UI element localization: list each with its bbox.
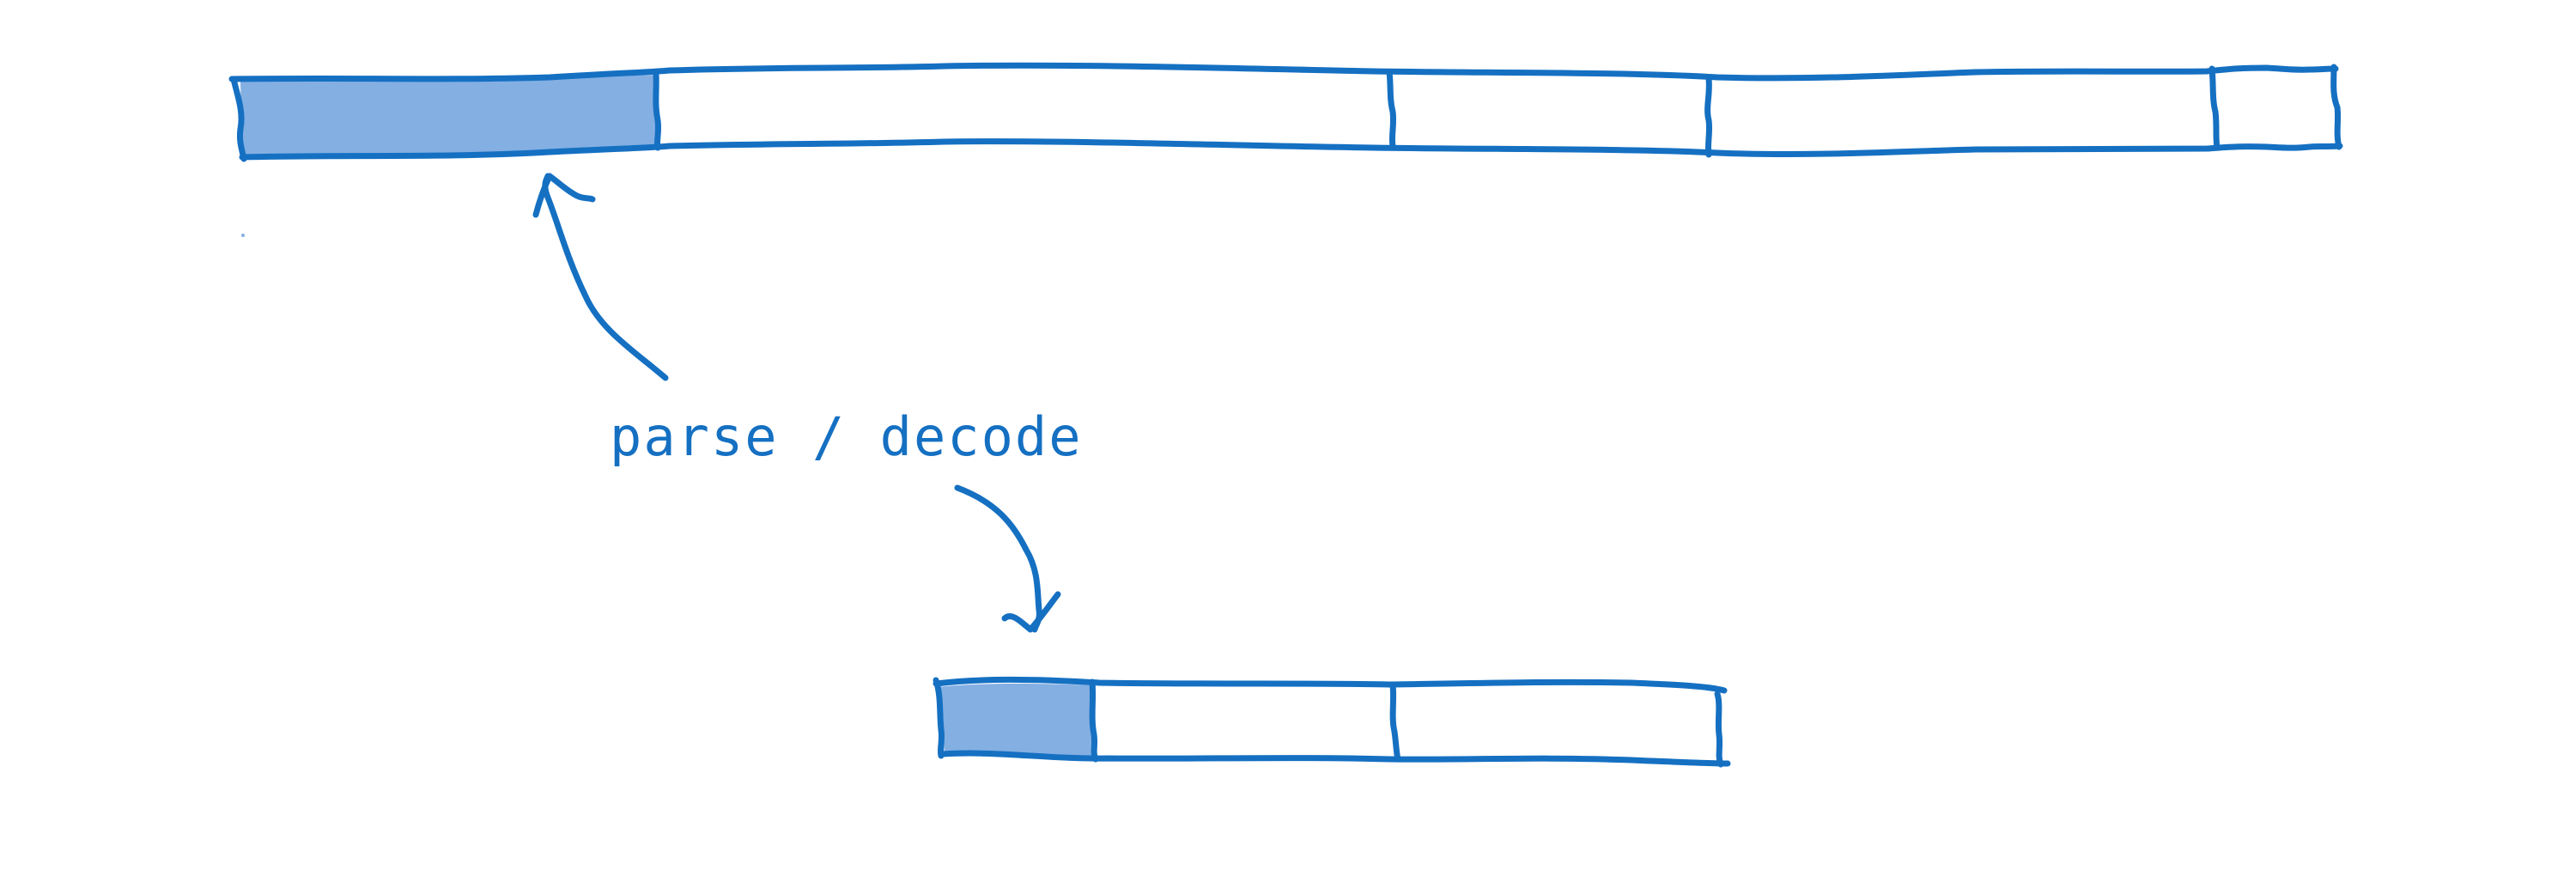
output-buffer-bottom-edge	[939, 750, 1731, 767]
output-buffer	[933, 676, 1731, 768]
input-buffer-divider-1	[653, 70, 662, 151]
output-buffer-divider-1	[1089, 678, 1099, 763]
decode-arrow	[954, 484, 1061, 633]
input-buffer-top-edge	[228, 62, 2339, 82]
input-buffer-divider-3	[1704, 76, 1713, 158]
parse-arrow-head	[532, 173, 596, 218]
input-buffer-divider-2	[1386, 69, 1397, 149]
input-buffer-parsed-segment	[240, 75, 659, 157]
parse-arrow	[532, 173, 669, 381]
input-buffer-right-edge	[2330, 64, 2342, 150]
output-buffer-right-edge	[1714, 691, 1724, 768]
annotation-label: parse / decode	[610, 405, 1083, 468]
input-buffer-divider-4	[2208, 65, 2221, 151]
output-buffer-parsed-segment	[936, 683, 1095, 759]
output-buffer-left-edge	[933, 677, 945, 759]
input-buffer-left-edge	[230, 76, 247, 162]
decode-arrow-head	[1001, 591, 1061, 633]
output-buffer-top-edge	[933, 676, 1728, 694]
input-buffer	[228, 62, 2343, 162]
decode-arrow-shaft	[954, 484, 1042, 633]
parse-arrow-shaft	[542, 173, 669, 381]
stray-mark	[241, 234, 245, 237]
output-buffer-divider-2	[1389, 682, 1401, 763]
